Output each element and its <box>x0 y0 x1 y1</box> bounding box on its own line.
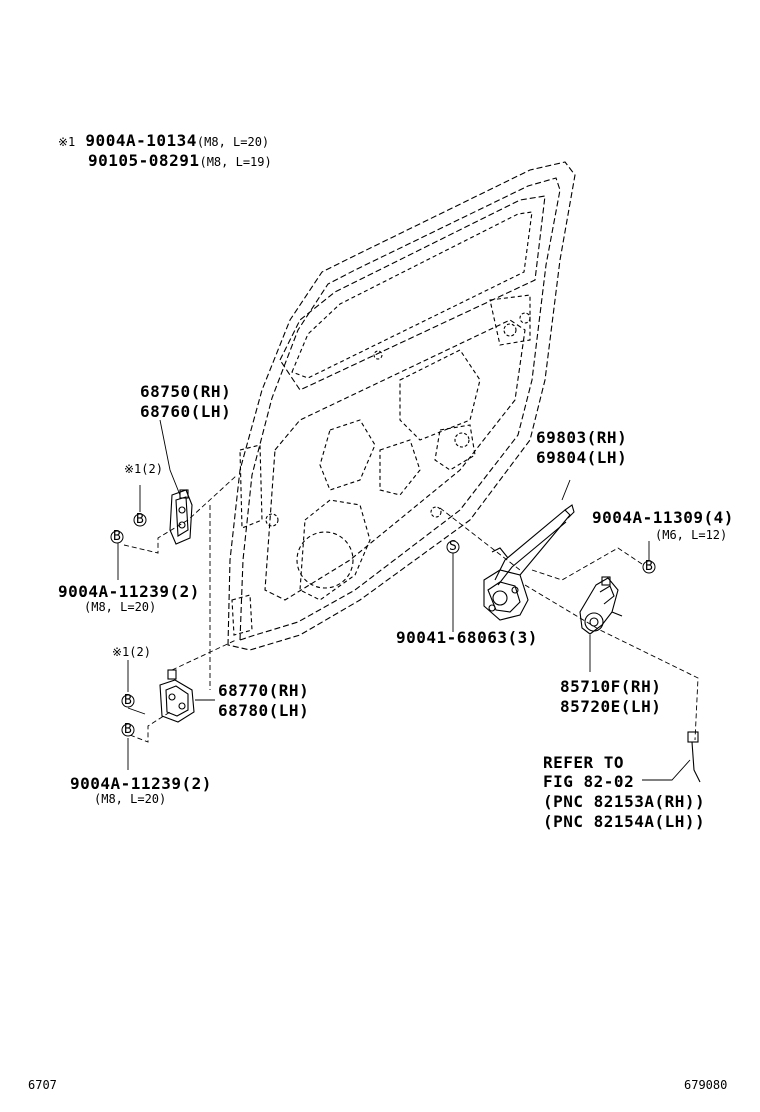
refer-line2: FIG 82-02 <box>543 772 635 791</box>
lower-door-hinge <box>159 669 195 723</box>
bolt-marker-b-upper-1: B <box>136 512 144 527</box>
screw-marker-s: S <box>449 539 457 554</box>
bolt-note-line2: 90105-08291(M8, L=19) <box>88 151 272 172</box>
lower-hinge-rh-label: 68770(RH) <box>218 681 310 700</box>
footer-figure-code: 679080 <box>684 1078 728 1092</box>
refer-line1: REFER TO <box>543 753 625 772</box>
bolt-marker-b-lower-2: B <box>124 722 132 737</box>
lower-hinge-bolt-ref: ※1(2) <box>112 645 151 659</box>
refer-line3: (PNC 82153A(RH)) <box>543 792 706 811</box>
bolt-note-spec2: (M8, L=19) <box>199 155 272 169</box>
motor-bolt-part: 9004A-11309(4) <box>592 508 734 527</box>
rear-door-panel <box>227 161 576 651</box>
regulator-rh-label: 69803(RH) <box>536 428 628 447</box>
bolt-marker-b-motor: B <box>645 559 653 574</box>
bolt-note-part1: 9004A-10134 <box>85 131 197 150</box>
bolt-note-spec1: (M8, L=20) <box>196 135 270 149</box>
upper-door-hinge <box>169 489 193 545</box>
upper-hinge-lh-label: 68760(LH) <box>140 402 232 421</box>
motor-lh-label: 85720E(LH) <box>560 697 662 716</box>
upper-hinge-rh-label: 68750(RH) <box>140 382 232 401</box>
wire-connector <box>687 731 701 783</box>
upper-hinge-bolt-spec: (M8, L=20) <box>84 600 157 614</box>
regulator-lh-label: 69804(LH) <box>536 448 628 467</box>
upper-hinge-bolt-ref: ※1(2) <box>124 462 163 476</box>
refer-line4: (PNC 82154A(LH)) <box>543 812 706 831</box>
window-regulator-motor <box>579 576 623 635</box>
leader-lines <box>117 419 699 781</box>
upper-hinge-bolt-part: 9004A-11239(2) <box>58 582 200 601</box>
bolt-marker-b-lower-1: B <box>124 693 132 708</box>
motor-rh-label: 85710F(RH) <box>560 677 662 696</box>
bolt-note-mark: ※1 <box>58 135 76 149</box>
regulator-screw-label: 90041-68063(3) <box>396 628 538 647</box>
bolt-note-part2: 90105-08291 <box>88 151 200 170</box>
lower-hinge-lh-label: 68780(LH) <box>218 701 310 720</box>
window-regulator <box>483 504 575 621</box>
motor-bolt-spec: (M6, L=12) <box>655 528 728 542</box>
bolt-note-line1: ※1 9004A-10134(M8, L=20) <box>58 131 269 152</box>
bolt-marker-b-upper-2: B <box>113 529 121 544</box>
footer-page-code: 6707 <box>28 1078 57 1092</box>
lower-hinge-bolt-part: 9004A-11239(2) <box>70 774 212 793</box>
lower-hinge-bolt-spec: (M8, L=20) <box>94 792 167 806</box>
bolt-markers <box>110 513 656 737</box>
